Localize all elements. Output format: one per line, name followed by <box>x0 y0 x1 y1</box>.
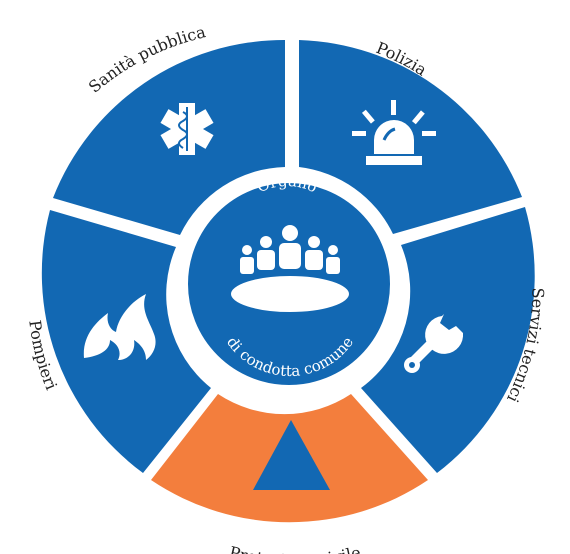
star-of-life-icon <box>160 103 214 155</box>
wrench-icon <box>404 314 464 373</box>
people-around-table-icon <box>229 225 351 314</box>
siren-icon <box>352 100 436 165</box>
sector-label-protezione-civile: Protezione civile <box>227 543 362 554</box>
flame-icon <box>83 294 156 360</box>
civil-protection-triangle-icon <box>253 420 330 490</box>
